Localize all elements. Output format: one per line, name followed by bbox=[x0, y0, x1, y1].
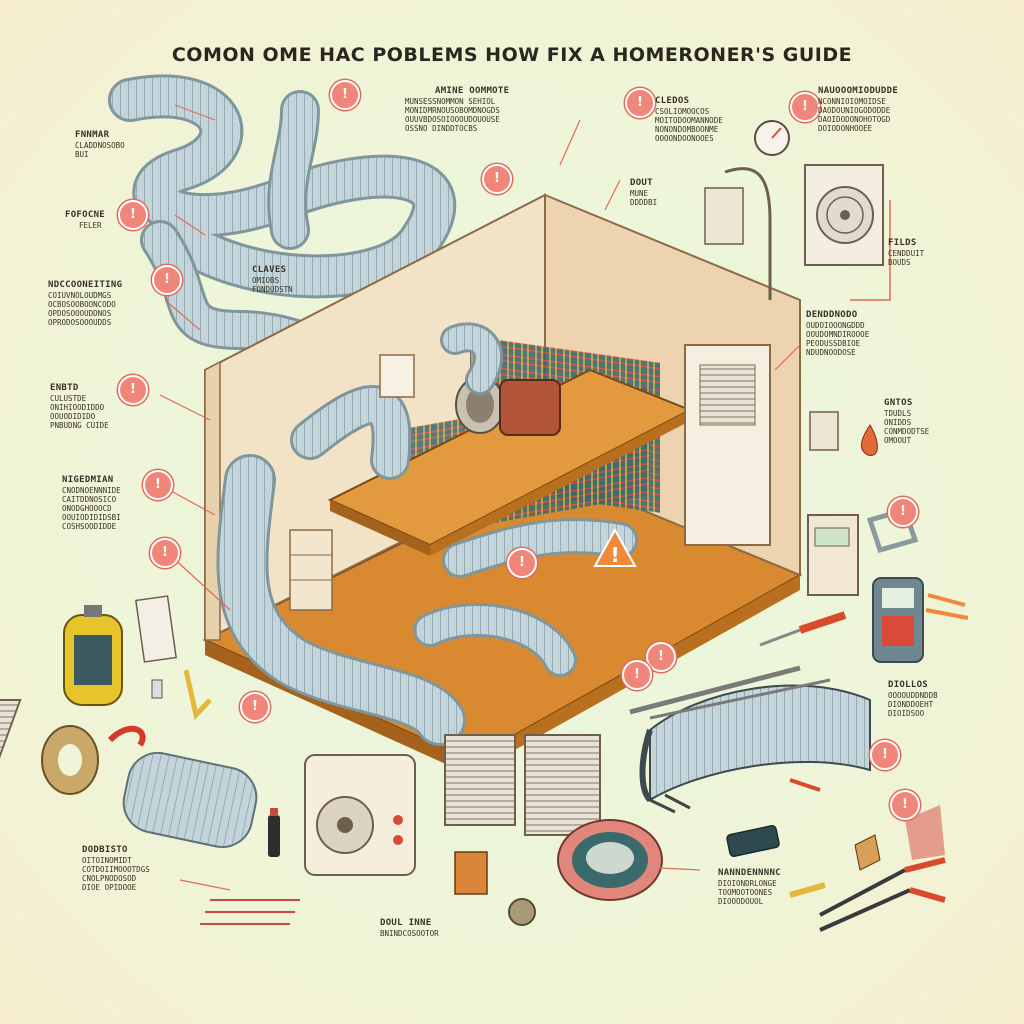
callout-filter: FOFOCNE FELER bbox=[65, 210, 106, 230]
pliers-icon bbox=[819, 857, 946, 932]
exclamation-badge-icon: ! bbox=[790, 92, 820, 122]
exclamation-badge-icon: ! bbox=[118, 200, 148, 230]
exclamation-badge-icon: ! bbox=[330, 80, 360, 110]
water-drop-icon bbox=[861, 424, 878, 456]
warning-triangle-icon bbox=[593, 527, 637, 567]
exclamation-badge-icon: ! bbox=[143, 470, 173, 500]
callout-bottom-center: DOUL INNE BNINDCOSOOTOR bbox=[380, 918, 439, 938]
insulation-roll-icon bbox=[122, 751, 258, 849]
callout-top-right: NAUOOOMIODUDDE NCONNIOIOMOIDSE DAODOUNIO… bbox=[818, 86, 899, 133]
exclamation-badge-icon: ! bbox=[152, 265, 182, 295]
leader-lines bbox=[159, 104, 801, 891]
callout-top-left: FNNMAR CLADDNOSOBO BUI bbox=[75, 130, 125, 159]
callout-right-3: GNTOS TDUDLS ONIDDS CONMDODTSE OMOOUT bbox=[884, 398, 930, 445]
callout-right-1: FILDS CENDDUIT BOUDS bbox=[888, 238, 925, 267]
fan-icon bbox=[557, 819, 663, 901]
screwdriver-icon bbox=[107, 725, 146, 747]
callout-right-2: DENDDNODO OUDOIOOONGDDD OOUDOMNDIROOOE P… bbox=[806, 310, 870, 357]
exclamation-badge-icon: ! bbox=[150, 538, 180, 568]
svg-text:!: ! bbox=[610, 543, 619, 567]
callout-right-4: DIOLLOS OOOOUDDNDDB DIONDDOEHT DIOIDSOO bbox=[888, 680, 938, 718]
air-filter-icon bbox=[0, 699, 22, 759]
callout-bottom-left: DODBISTO OITOINOMIDT COTDOIIMOOOTDGS CNO… bbox=[82, 845, 150, 892]
ac-unit-icon bbox=[804, 164, 884, 266]
exclamation-badge-icon: ! bbox=[890, 790, 920, 820]
callout-warning-top: CLEDOS CSOLIOMOOCOS MOITODOOMANNODE NONO… bbox=[655, 96, 723, 143]
exclamation-badge-icon: ! bbox=[507, 548, 537, 578]
exclamation-badge-icon: ! bbox=[870, 740, 900, 770]
exclamation-badge-icon: ! bbox=[622, 660, 652, 690]
exclamation-badge-icon: ! bbox=[482, 164, 512, 194]
exclamation-badge-icon: ! bbox=[625, 88, 655, 118]
callout-top-center: AMINE OOMMOTE MUNSESSNOMMON SEHIOL MONID… bbox=[405, 86, 510, 133]
exclamation-badge-icon: ! bbox=[646, 642, 676, 672]
exclamation-badge-icon: ! bbox=[888, 497, 918, 527]
exclamation-badge-icon: ! bbox=[240, 692, 270, 722]
duct-inside bbox=[216, 322, 638, 746]
refrigerant-tank-icon bbox=[63, 605, 123, 706]
page-title: COMON OME HAC POBLEMS HOW FIX A HOMERONE… bbox=[171, 44, 853, 66]
callout-left-2: ENBTD CULUSTDE ONIHIOODIDDO OOUODIDIDO P… bbox=[50, 383, 109, 430]
callout-bottom-right: NANNDENNNNC DIOIONDRLONGE TOOMOOTOONES D… bbox=[718, 868, 781, 906]
gauge-icon bbox=[754, 120, 790, 156]
exclamation-badge-icon: ! bbox=[118, 375, 148, 405]
callout-left-1: NDCCOONEITING COIUVNOLOUDMGS OCBOSOOBOON… bbox=[48, 280, 123, 327]
callout-center-small: CLAVES OMIOBS FONDUDSTN bbox=[252, 265, 293, 294]
window-ac-icon bbox=[304, 754, 416, 876]
blower-motor bbox=[455, 376, 561, 436]
callout-left-3: NIGEDMIAN CNODNOENNNIDE CAITDDNOSICO ONO… bbox=[62, 475, 121, 531]
callout-warning-sub: DOUT MUNE DDDDBI bbox=[630, 178, 658, 207]
multimeter-icon bbox=[872, 577, 924, 663]
duct-tape-icon bbox=[41, 725, 99, 795]
